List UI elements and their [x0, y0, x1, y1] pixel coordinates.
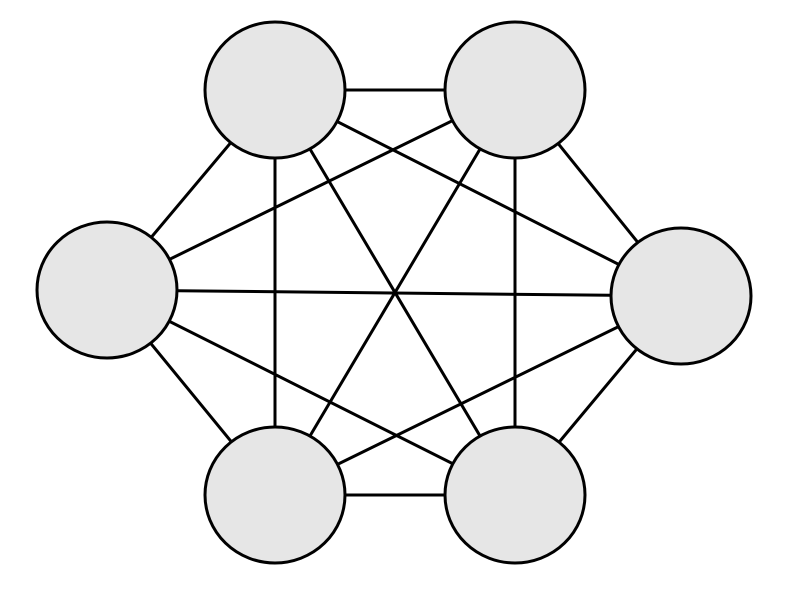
edge-n3-n6 — [105, 288, 517, 497]
edge-n2-n3 — [105, 88, 517, 292]
edge-n3-n4 — [105, 288, 683, 298]
node-n5 — [203, 425, 347, 565]
node-circle-n5 — [203, 425, 347, 565]
node-n6 — [443, 425, 587, 565]
node-circle-n4 — [609, 226, 753, 366]
edge-n1-n4 — [273, 88, 683, 298]
nodes-layer — [35, 20, 753, 565]
node-n4 — [609, 226, 753, 366]
node-n3 — [35, 220, 179, 360]
node-n2 — [443, 20, 587, 160]
node-circle-n1 — [203, 20, 347, 160]
node-circle-n2 — [443, 20, 587, 160]
node-circle-n3 — [35, 220, 179, 360]
node-circle-n6 — [443, 425, 587, 565]
node-n1 — [203, 20, 347, 160]
edge-n4-n5 — [273, 294, 683, 497]
